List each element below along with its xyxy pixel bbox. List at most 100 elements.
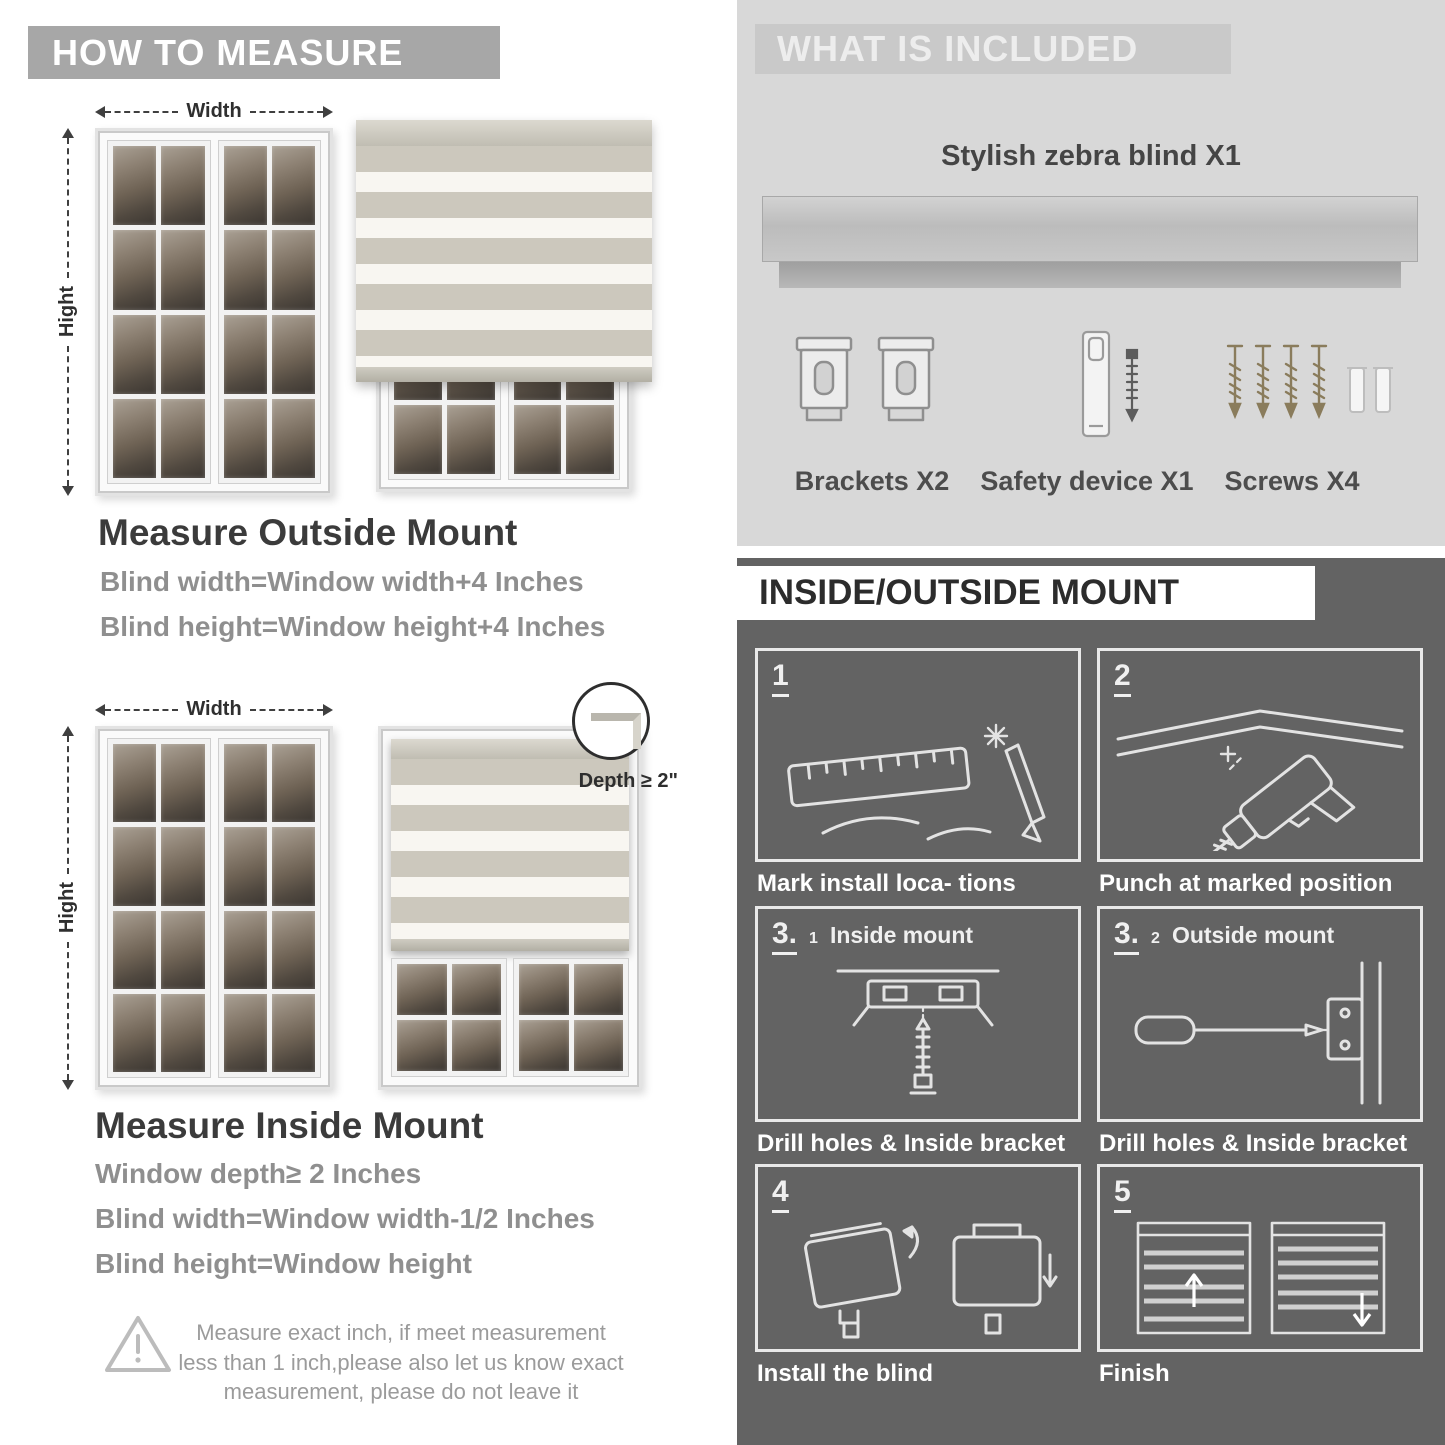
mount-guide-header: INSIDE/OUTSIDE MOUNT <box>737 566 1315 620</box>
spec-line: Blind height=Window height <box>95 1248 472 1279</box>
window-pane <box>223 827 267 906</box>
inside-mount-specs: Window depth≥ 2 Inches Blind width=Windo… <box>95 1158 595 1293</box>
step-panel-5: 5 <box>1097 1164 1423 1352</box>
window-pane <box>223 744 267 823</box>
step-title: Outside mount <box>1171 922 1335 948</box>
window-pane <box>161 827 205 906</box>
window-pane <box>223 398 267 478</box>
brackets-label: Brackets X2 <box>794 466 950 496</box>
dashed-line <box>66 941 69 1080</box>
step-number-sub: 2 <box>1151 930 1160 947</box>
arrow-right-icon <box>323 703 334 716</box>
depth-label: Depth ≥ 2" <box>578 770 678 792</box>
step-number: 3. <box>1114 919 1140 955</box>
step-number-sub: 1 <box>809 930 818 947</box>
spec-line: Blind width=Window width+4 Inches <box>100 566 584 597</box>
outside-mount-blind-illustration <box>356 120 652 492</box>
step-caption: Drill holes & Inside bracket <box>757 1130 1066 1157</box>
window-pane <box>513 405 562 474</box>
inside-mount-title: Measure Inside Mount <box>95 1105 484 1146</box>
step-number: 1 <box>772 661 789 697</box>
blind-headrail <box>391 739 629 759</box>
step-caption: Mark install loca- tions <box>757 870 1016 897</box>
outside-bracket-illustration <box>1134 961 1382 1105</box>
window-pane <box>271 230 315 310</box>
dashed-line <box>105 708 179 711</box>
window-pane <box>113 993 157 1072</box>
height-label: Hight <box>56 882 78 934</box>
warning-icon <box>105 1316 171 1372</box>
install-blind-illustration <box>804 1222 1058 1339</box>
window-pane <box>113 314 157 394</box>
window-sash <box>217 140 321 484</box>
step-caption: Finish <box>1099 1360 1170 1387</box>
product-label: Stylish zebra blind X1 <box>941 140 1241 172</box>
inside-mount-blind-illustration <box>378 726 642 1090</box>
step-title: Inside mount <box>829 922 974 948</box>
window-pane <box>271 398 315 478</box>
arrow-left-icon <box>95 703 105 716</box>
height-label: Hight <box>56 286 78 338</box>
blind-headrail-illustration <box>762 196 1418 262</box>
height-measure-arrow: Hight <box>56 726 79 1090</box>
window-pane <box>223 993 267 1072</box>
blind-bottomrail <box>356 367 652 382</box>
step-panel-3-2: 3. 2 Outside mount <box>1097 906 1423 1122</box>
window-pane <box>113 146 157 226</box>
window-pane <box>161 230 205 310</box>
blind-bottomrail <box>391 939 629 951</box>
width-measure-arrow: Width <box>95 698 334 721</box>
width-label: Width <box>186 100 242 122</box>
drill-illustration <box>1116 709 1404 851</box>
window-pane <box>271 744 315 823</box>
window-pane <box>519 964 569 1015</box>
step-panel-2: 2 <box>1097 648 1423 862</box>
window-pane <box>113 910 157 989</box>
blind-stripes <box>356 146 652 367</box>
window-pane <box>271 993 315 1072</box>
step-number: 2 <box>1114 661 1131 697</box>
step-caption: Drill holes & Inside bracket <box>1099 1130 1408 1157</box>
window-pane <box>446 405 495 474</box>
window-pane <box>161 993 205 1072</box>
measure-warning-text: Measure exact inch, if meet measurement … <box>178 1320 624 1405</box>
blind-headrail <box>356 120 652 146</box>
mark-location-illustration <box>787 723 1046 843</box>
dashed-line <box>66 736 69 875</box>
window-pane <box>566 405 614 474</box>
blind-headrail-underside <box>779 262 1401 288</box>
window-sash <box>513 958 629 1077</box>
window-sash <box>217 738 321 1078</box>
window-pane <box>113 744 157 823</box>
window-pane <box>573 1020 623 1071</box>
step-panel-1: 1 <box>755 648 1081 862</box>
width-label: Width <box>186 698 242 720</box>
how-to-measure-section: HOW TO MEASURE Width Hight Measure Outsi… <box>0 0 722 1445</box>
blind-stripes <box>391 759 629 939</box>
window-pane <box>397 964 447 1015</box>
window-pane <box>113 230 157 310</box>
window-pane <box>451 1020 501 1071</box>
window-sash <box>107 738 211 1078</box>
window-pane <box>451 964 501 1015</box>
arrow-down-icon <box>61 486 74 496</box>
brackets-icon <box>795 336 935 422</box>
outside-mount-title: Measure Outside Mount <box>98 512 518 553</box>
arrow-down-icon <box>61 1080 74 1090</box>
spec-line: Blind width=Window width-1/2 Inches <box>95 1203 595 1234</box>
width-measure-arrow: Width <box>95 100 334 123</box>
dashed-line <box>249 708 324 711</box>
window-pane <box>271 910 315 989</box>
window-frame <box>378 726 642 1090</box>
window-pane <box>161 146 205 226</box>
window-sash <box>107 140 211 484</box>
spec-line: Window depth≥ 2 Inches <box>95 1158 422 1189</box>
safety-device-icon <box>1081 330 1139 438</box>
arrow-up-icon <box>61 726 74 736</box>
window-pane <box>161 314 205 394</box>
dashed-line <box>66 345 69 486</box>
mount-guide-section: INSIDE/OUTSIDE MOUNT 1 2 <box>737 558 1445 1445</box>
window-pane <box>161 910 205 989</box>
what-is-included-section: WHAT IS INCLUDED Stylish zebra blind X1 <box>737 0 1445 546</box>
window-sash <box>391 958 507 1077</box>
